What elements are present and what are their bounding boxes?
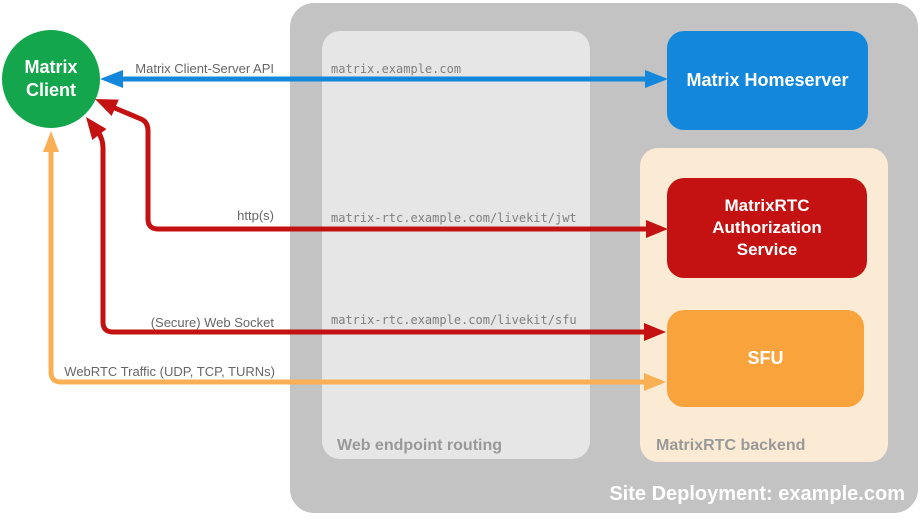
edge-label-websocket: (Secure) Web Socket bbox=[150, 315, 274, 330]
route-livekit-jwt: matrix-rtc.example.com/livekit/jwt bbox=[331, 211, 577, 225]
auth-service-label-line1: MatrixRTC bbox=[724, 195, 810, 215]
matrix-client-node: Matrix Client bbox=[2, 30, 100, 128]
sfu-node: SFU bbox=[667, 310, 864, 407]
edge-label-https: http(s) bbox=[237, 208, 274, 223]
web-endpoint-routing-container bbox=[322, 31, 590, 459]
matrix-client-label-line1: Matrix bbox=[24, 56, 78, 77]
auth-service-label-line2: Authorization bbox=[712, 217, 822, 237]
sfu-label: SFU bbox=[747, 347, 784, 368]
site-deployment-label: Site Deployment: example.com bbox=[609, 483, 905, 505]
web-endpoint-routing-label: Web endpoint routing bbox=[337, 437, 503, 454]
matrix-client-label-line2: Client bbox=[25, 80, 76, 100]
matrixrtc-auth-service-node: MatrixRTC Authorization Service bbox=[667, 178, 867, 278]
edge-label-webrtc-traffic: WebRTC Traffic (UDP, TCP, TURNs) bbox=[64, 364, 275, 379]
route-livekit-sfu: matrix-rtc.example.com/livekit/sfu bbox=[331, 313, 577, 327]
matrix-homeserver-label: Matrix Homeserver bbox=[686, 69, 849, 90]
matrixrtc-backend-label: MatrixRTC backend bbox=[656, 437, 806, 454]
edge-label-client-server-api: Matrix Client-Server API bbox=[135, 61, 274, 76]
matrix-homeserver-node: Matrix Homeserver bbox=[667, 31, 868, 130]
auth-service-label-line3: Service bbox=[736, 240, 798, 260]
route-matrix-example-com: matrix.example.com bbox=[331, 62, 462, 76]
